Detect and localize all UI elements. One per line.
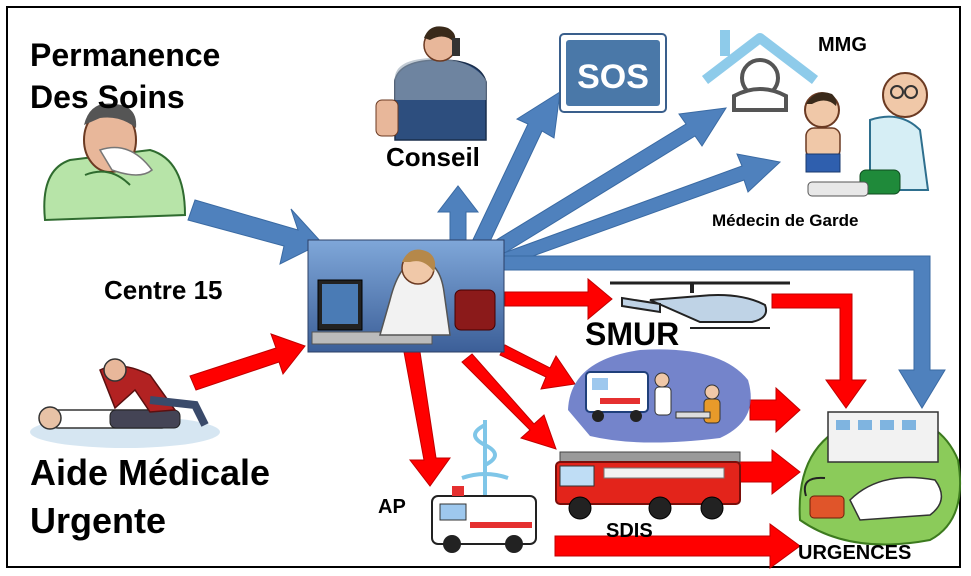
arrow-aide-to-centre15 [189,333,306,391]
arrow-sdis-to-urgences [737,448,801,496]
helicopter-icon [610,281,790,329]
aide-label-line2: Urgente [30,500,167,541]
medecin-de-garde-label: Médecin de Garde [712,211,859,230]
arrow-centre15-to-mmg [479,107,727,263]
fire-truck-icon [555,451,741,520]
arrow-centre15-to-conseil [436,185,480,249]
arrow-ap-to-urgences [554,523,801,569]
conseil-label: Conseil [386,142,480,172]
arrow-centre15-to-urgences-blue [499,255,946,409]
permanence-label-line1: Permanence [30,37,221,73]
cpr-person-icon [30,358,220,448]
phone-man-icon [375,26,487,141]
blue-arrows [187,91,946,409]
smur-label: SMUR [585,316,680,352]
permanence-label-line2: Des Soins [30,79,185,115]
arrow-centre15-to-smur-helicopter [504,277,613,321]
arrow-centre15-to-ap [403,351,451,487]
arrow-smur-to-urgences [749,386,801,434]
sos-sign-icon [559,33,667,113]
sdis-label: SDIS [606,520,653,542]
doctor-child-icon [804,72,930,197]
ap-label: AP [378,496,406,518]
arrow-helicopter-to-urgences [771,293,867,409]
house-icon [701,30,819,112]
arrow-centre15-to-medecin [489,153,782,271]
urgences-label: URGENCES [798,542,912,564]
ambulance-icon [431,420,537,553]
arrow-centre15-to-sos [469,91,561,253]
hospital-icon [798,411,962,546]
aide-label-line1: Aide Médicale [30,452,271,493]
mmg-label: MMG [818,34,867,56]
ambulance-scene-icon [568,349,751,443]
arrow-permanence-to-centre15 [187,199,323,265]
sos-label: SOS [577,58,649,96]
operator-at-desk-icon [307,239,505,353]
centre15-label: Centre 15 [104,275,223,305]
red-arrows [189,277,867,569]
sick-person-icon [43,103,187,222]
arrow-centre15-to-ambulance-scene [499,344,576,390]
arrow-centre15-to-sdis [461,353,557,450]
